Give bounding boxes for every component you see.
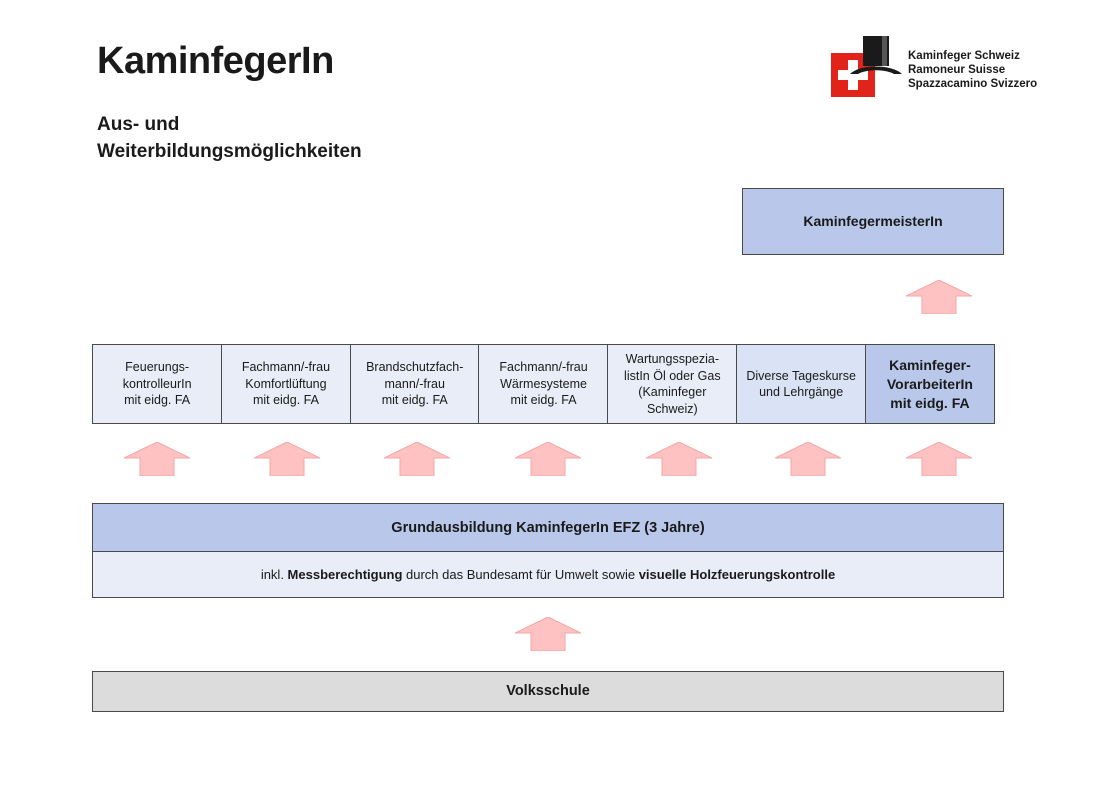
logo-line-fr: Ramoneur Suisse	[908, 64, 1006, 76]
arrow-up-icon	[775, 442, 841, 476]
box-komfortlueftung: Fachmann/-frau Komfortlüftung mit eidg. …	[220, 344, 352, 424]
box-vorarbeiter: Kaminfeger- VorarbeiterIn mit eidg. FA	[864, 344, 996, 424]
box-inkl-messberechtigung: inkl. Messberechtigung durch das Bundesa…	[92, 551, 1004, 598]
box-label: Feuerungs- kontrolleurIn mit eidg. FA	[122, 360, 192, 408]
inkl-bold-messberechtigung: Messberechtigung	[287, 567, 403, 582]
arrow-up-icon	[124, 442, 190, 476]
box-wartungsspezialist: Wartungsspezia- listIn Öl oder Gas (Kami…	[607, 344, 738, 424]
inkl-middle: durch das Bundesamt für Umwelt sowie	[402, 567, 639, 582]
arrow-up-icon	[254, 442, 320, 476]
box-label: Fachmann/-frau Wärmesysteme mit eidg. FA	[499, 360, 588, 408]
arrow-up-icon	[906, 442, 972, 476]
arrow-up-icon	[515, 442, 581, 476]
inkl-prefix: inkl.	[260, 567, 288, 582]
logo-text: Kaminfeger Schweiz Ramoneur Suisse Spazz…	[908, 49, 1037, 91]
arrow-up-icon	[515, 617, 581, 651]
chimney-sweep-hat-cross-icon	[831, 36, 902, 97]
box-tageskurse: Diverse Tageskurse und Lehrgänge	[735, 344, 867, 424]
box-label: Brandschutzfach- mann/-frau mit eidg. FA	[366, 360, 464, 408]
box-kaminfegermeister: KaminfegermeisterIn	[742, 188, 1004, 255]
arrow-up-icon	[384, 442, 450, 476]
box-volksschule-label: Volksschule	[506, 683, 590, 699]
page-title: KaminfegerIn	[97, 40, 334, 82]
box-grundausbildung-label: Grundausbildung KaminfegerIn EFZ (3 Jahr…	[391, 519, 705, 536]
box-waermesysteme: Fachmann/-frau Wärmesysteme mit eidg. FA	[478, 344, 609, 424]
logo-line-de: Kaminfeger Schweiz	[908, 50, 1020, 62]
weiterbildung-row: Feuerungs- kontrolleurIn mit eidg. FA Fa…	[92, 344, 1004, 424]
box-label: Kaminfeger- VorarbeiterIn mit eidg. FA	[886, 356, 973, 411]
box-grundausbildung: Grundausbildung KaminfegerIn EFZ (3 Jahr…	[92, 503, 1004, 553]
inkl-text: inkl. Messberechtigung durch das Bundesa…	[261, 566, 835, 583]
box-label: Fachmann/-frau Komfortlüftung mit eidg. …	[241, 360, 331, 408]
arrow-up-icon	[646, 442, 712, 476]
box-label: Diverse Tageskurse und Lehrgänge	[746, 368, 856, 400]
box-feuerungskontrolleur: Feuerungs- kontrolleurIn mit eidg. FA	[92, 344, 223, 424]
box-brandschutz: Brandschutzfach- mann/-frau mit eidg. FA	[349, 344, 480, 424]
subtitle-line-2: Weiterbildungsmöglichkeiten	[97, 141, 362, 162]
inkl-bold-holzfeuerung: visuelle Holzfeuerungskontrolle	[638, 567, 836, 582]
subtitle-line-1: Aus- und	[97, 114, 180, 135]
box-label: Wartungsspezia- listIn Öl oder Gas (Kami…	[624, 352, 721, 416]
kaminfeger-schweiz-logo: Kaminfeger Schweiz Ramoneur Suisse Spazz…	[830, 36, 1040, 100]
arrow-up-icon	[906, 280, 972, 314]
logo-line-it: Spazzacamino Svizzero	[908, 78, 1038, 90]
page-subtitle: Aus- und Weiterbildungsmöglichkeiten	[97, 111, 362, 165]
box-volksschule: Volksschule	[92, 671, 1004, 712]
box-kaminfegermeister-label: KaminfegermeisterIn	[803, 213, 943, 229]
